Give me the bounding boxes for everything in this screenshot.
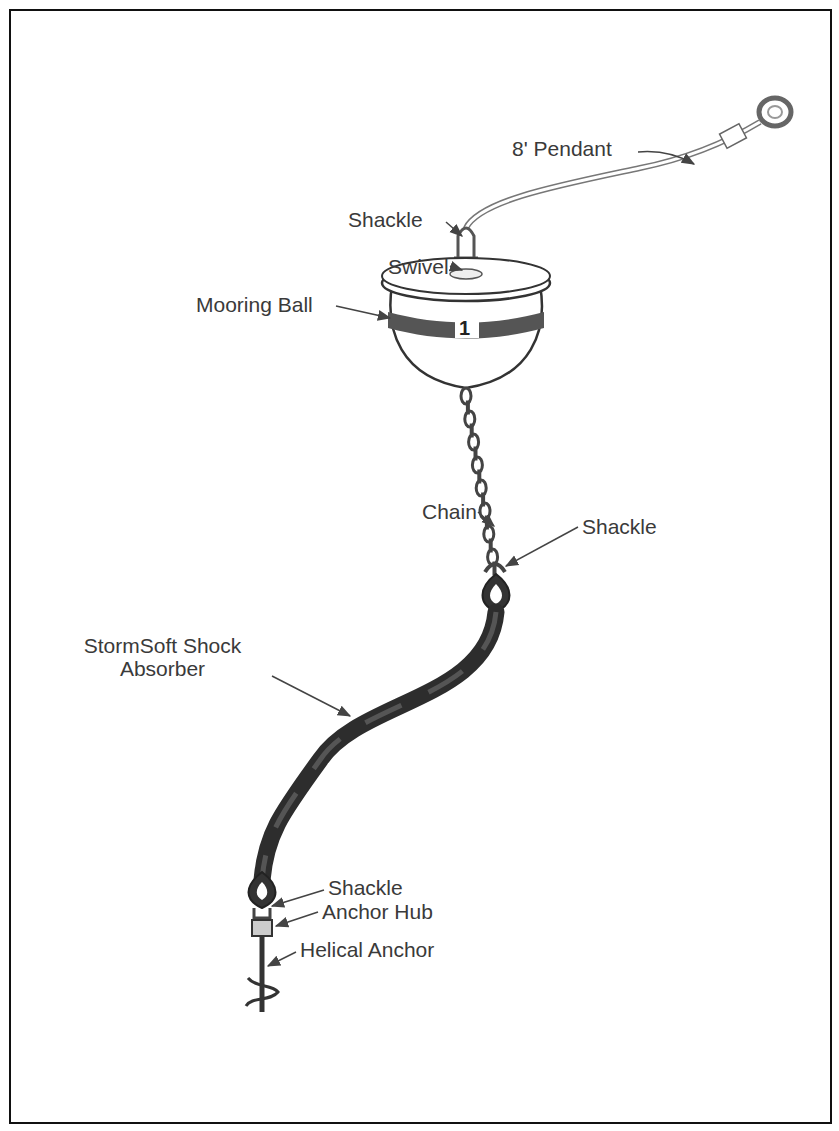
part-label: Chain [422, 500, 477, 523]
frame [10, 10, 831, 1123]
part-label: Anchor Hub [322, 900, 433, 923]
chain [461, 388, 498, 576]
leader-lines [268, 152, 694, 966]
pendant [466, 98, 791, 228]
part-label: Mooring Ball [196, 293, 313, 316]
part-label: Shackle [328, 876, 403, 899]
part-label: StormSoft Shock Absorber [55, 634, 270, 680]
part-label: 8' Pendant [512, 137, 612, 160]
part-label: Swivel [388, 255, 449, 278]
part-label: Helical Anchor [300, 938, 434, 961]
shock-absorber [262, 612, 496, 880]
part-label: Shackle [582, 515, 657, 538]
callout-number: 1 [459, 317, 470, 339]
bottom-hardware [246, 872, 278, 1012]
part-label: Shackle [348, 208, 423, 231]
